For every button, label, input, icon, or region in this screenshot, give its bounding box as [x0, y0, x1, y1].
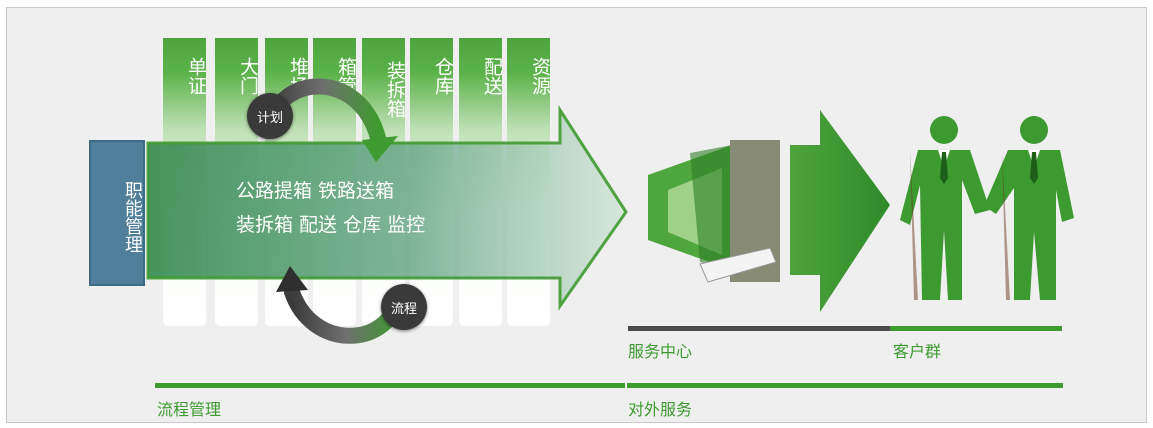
customer-group-caption: 客户群: [893, 342, 942, 361]
external-service-bar: [627, 383, 1063, 388]
handshake-icon: [900, 116, 1074, 300]
service-center-bar: [628, 326, 890, 331]
plan-badge: 计划: [247, 93, 293, 139]
process-arrow: [146, 104, 628, 311]
arrow-text-line2: 装拆箱 配送 仓库 监控: [236, 214, 426, 236]
computer-icon: [648, 140, 780, 283]
service-center-caption: 服务中心: [628, 342, 693, 361]
column-label: 配送: [481, 57, 503, 95]
column-label: 大门: [237, 57, 259, 95]
external-service-caption: 对外服务: [628, 400, 693, 419]
customer-group-bar: [890, 326, 1062, 331]
column-label: 仓库: [432, 57, 454, 95]
column-label: 装拆箱: [384, 60, 406, 118]
functional-management-box: 职能管理: [89, 140, 145, 286]
functional-management-label: 职能管理: [122, 181, 143, 253]
service-arrow: [790, 110, 890, 312]
column-label: 单证: [185, 57, 207, 95]
flow-badge: 流程: [381, 284, 427, 330]
process-mgmt-bar: [155, 383, 625, 388]
process-mgmt-caption: 流程管理: [157, 400, 222, 419]
arrow-text-line1: 公路提箱 铁路送箱: [236, 180, 395, 202]
column-label: 资源: [529, 57, 551, 95]
